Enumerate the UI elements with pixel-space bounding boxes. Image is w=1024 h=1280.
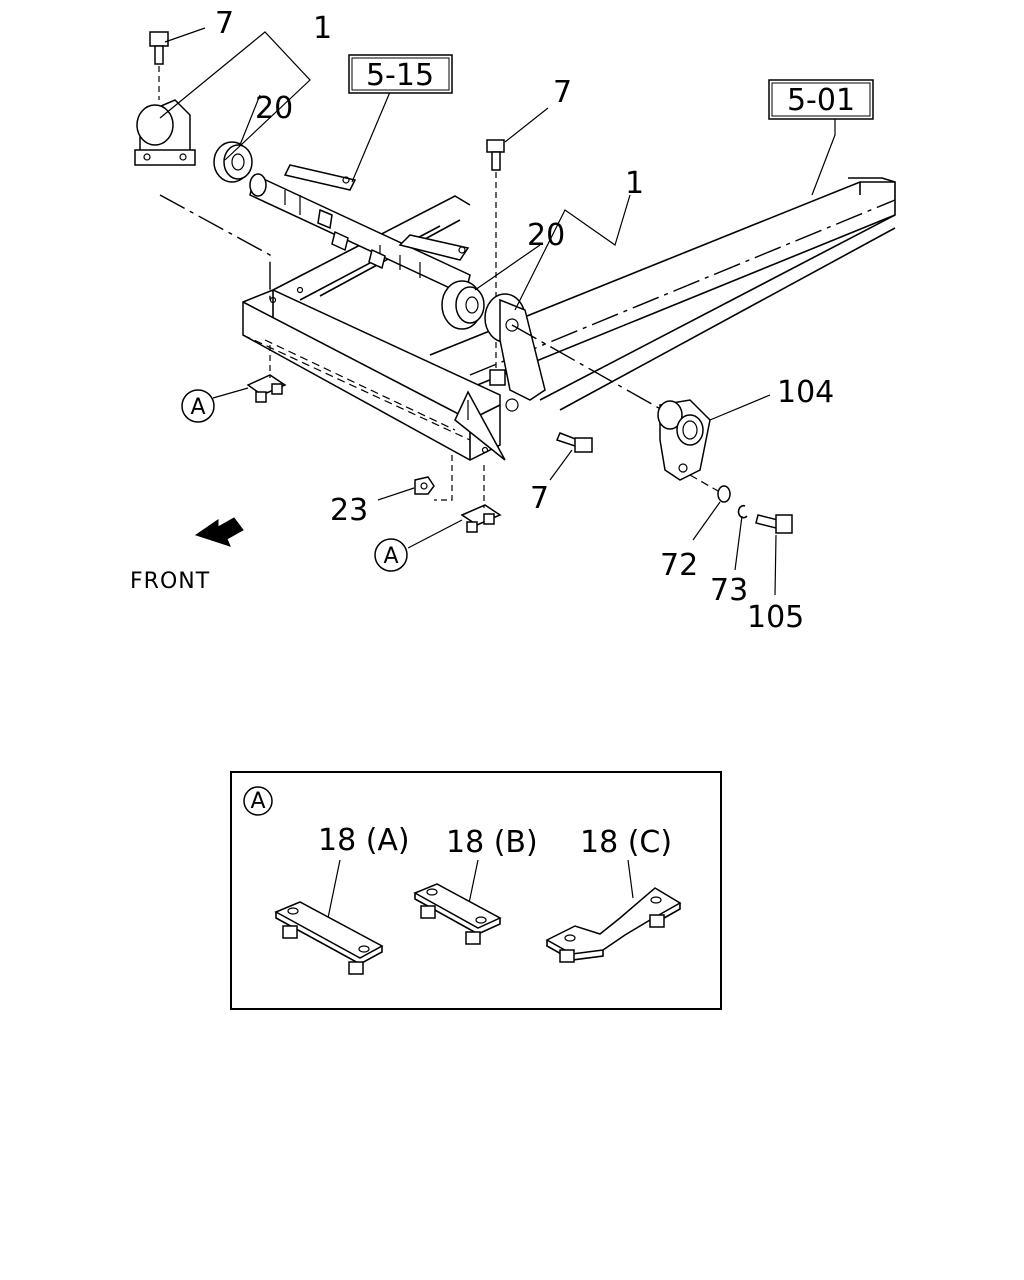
nut-23 — [414, 476, 435, 495]
label-washer: 72 — [660, 548, 698, 583]
part-number-labels: 7 1 20 7 1 20 104 7 23 72 73 105 — [215, 6, 834, 635]
label-bolt-mid: 7 — [553, 75, 572, 110]
left-bracket — [134, 99, 196, 166]
front-direction-arrow: FRONT — [130, 517, 244, 594]
label-clip: 73 — [710, 573, 748, 608]
inset-detail-a: A 18 (A) 18 (B) 18 (C) — [230, 771, 722, 1010]
torsion-shaft — [249, 164, 471, 297]
variant-label-b: 18 (B) — [446, 825, 538, 860]
detail-marker-lower-label: A — [383, 544, 398, 569]
right-bracket — [484, 293, 546, 412]
ref-box-5-01[interactable]: 5-01 — [768, 79, 874, 120]
variant-label-c: 18 (C) — [580, 825, 672, 860]
label-nut: 23 — [330, 493, 368, 528]
bushing-left — [213, 141, 253, 183]
label-bolt-lower: 7 — [530, 481, 549, 516]
ref-box-5-15[interactable]: 5-15 — [348, 54, 453, 94]
clamp-plate-upper — [246, 345, 287, 403]
clip-73 — [737, 504, 748, 519]
clamp-plate-18a — [274, 859, 384, 975]
detail-marker-upper[interactable]: A — [181, 389, 215, 423]
label-bracket-left: 1 — [313, 11, 332, 46]
bolt-lower — [555, 432, 593, 453]
leader-lines — [159, 27, 836, 596]
washer-72 — [717, 485, 731, 503]
label-bolt-top-left: 7 — [215, 6, 234, 41]
bolt-105 — [755, 514, 793, 534]
detail-marker-upper-label: A — [190, 395, 205, 420]
clamp-plate-18c — [545, 859, 682, 963]
ref-label-5-01: 5-01 — [787, 83, 855, 118]
front-label: FRONT — [130, 569, 210, 594]
label-bushing-right: 20 — [527, 218, 565, 253]
detail-marker-lower[interactable]: A — [374, 538, 408, 572]
ref-label-5-15: 5-15 — [366, 58, 434, 93]
label-bracket-right: 1 — [625, 166, 644, 201]
clamp-plate-lower — [460, 465, 502, 533]
lever-104 — [657, 399, 711, 481]
clamp-plate-18b — [413, 859, 502, 945]
label-bolt-end: 105 — [747, 600, 804, 635]
inset-marker-label: A — [250, 789, 265, 814]
label-lever: 104 — [777, 375, 834, 410]
label-bushing-left: 20 — [255, 91, 293, 126]
bushing-right — [441, 280, 485, 330]
frame-assembly — [242, 177, 896, 461]
variant-label-a: 18 (A) — [318, 823, 410, 858]
bolt-top-left — [149, 31, 169, 100]
front-arrow-icon — [194, 517, 244, 547]
